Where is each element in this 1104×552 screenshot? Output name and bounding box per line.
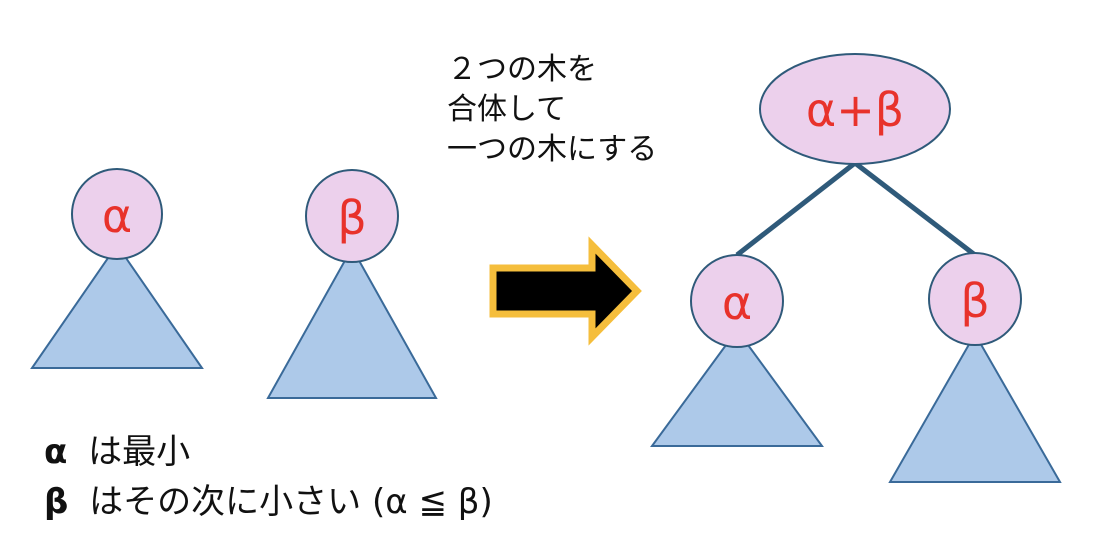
subtree-triangle-right <box>888 331 1062 483</box>
node-circle <box>305 169 399 263</box>
subtree-triangle <box>266 245 438 399</box>
right-arrow-icon <box>489 236 642 346</box>
caption-line: 合体して <box>447 92 567 127</box>
root-label: α+β <box>806 83 904 137</box>
tree-beta-before: β <box>266 169 438 399</box>
edge-left <box>735 161 857 257</box>
node-label-beta: β <box>337 191 366 245</box>
node-circle <box>71 168 163 260</box>
arrow-shape <box>489 236 642 346</box>
root-node <box>759 53 951 165</box>
subtree-triangle-left <box>650 328 824 447</box>
tree-merged: α+β α β <box>650 53 1062 483</box>
note-symbol: β <box>44 482 69 522</box>
note-beta: β はその次に小さい (α ≦ β) <box>44 478 493 526</box>
right-node <box>928 252 1022 346</box>
node-label-alpha: α <box>102 189 132 243</box>
note-symbol: α <box>44 432 68 472</box>
note-alpha: α は最小 <box>44 428 190 476</box>
edge-right <box>853 161 977 257</box>
left-node <box>690 254 784 348</box>
note-text: はその次に小さい (α ≦ β) <box>89 482 493 522</box>
merge-caption: ２つの木を 合体して 一つの木にする <box>447 50 657 170</box>
caption-line: ２つの木を <box>447 52 597 87</box>
subtree-triangle <box>30 243 204 369</box>
caption-line: 一つの木にする <box>447 132 658 167</box>
left-node-label: α <box>722 276 752 330</box>
right-node-label: β <box>960 274 989 328</box>
note-text: は最小 <box>88 432 191 472</box>
tree-alpha-before: α <box>30 168 204 369</box>
